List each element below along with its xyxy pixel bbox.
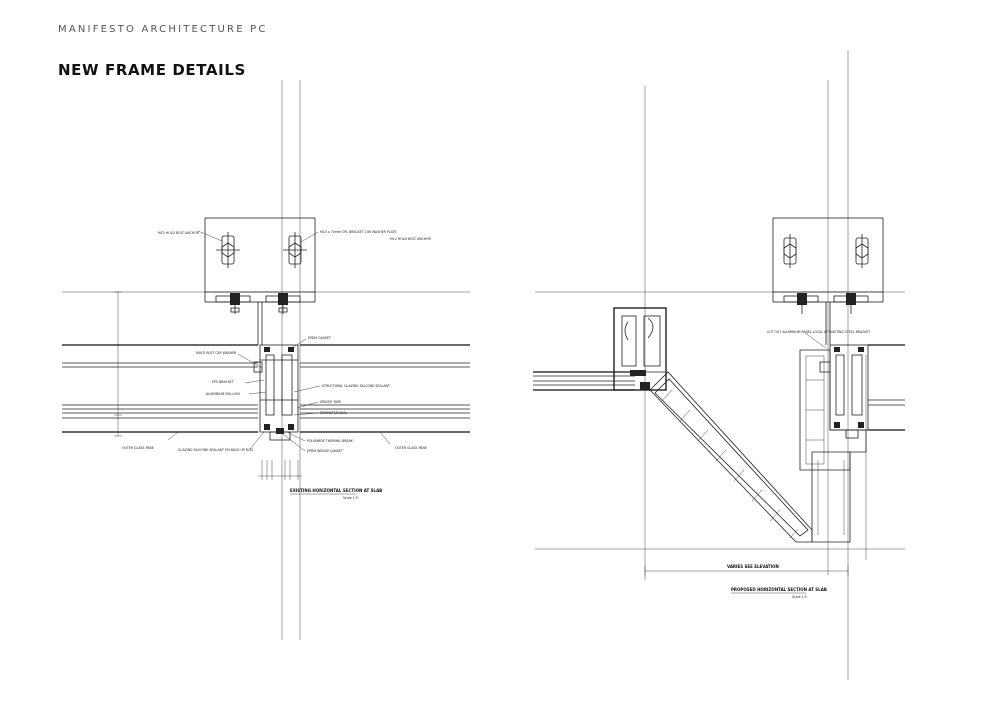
- right-caption: PROPOSED HORIZONTAL SECTION AT SLAB: [731, 587, 827, 592]
- proposed-mullion: [819, 344, 869, 439]
- page-title: NEW FRAME DETAILS: [58, 61, 246, 79]
- dimension-label: VARIES SEE ELEVATION: [727, 564, 779, 569]
- label-outer-pane-left: OUTER GLASS PANE: [122, 446, 154, 450]
- label-anchor-1: M12 HOLD BOLT ANCHOR: [158, 231, 200, 235]
- right-bracket-bolts: [783, 293, 869, 314]
- existing-frame-mullion: [613, 307, 667, 391]
- label-spacer-tape: SPACER TAPE: [320, 400, 341, 404]
- left-mullion-dimension: [258, 460, 302, 480]
- label-outer-pane-right: OUTER GLASS PANE: [395, 446, 427, 450]
- right-scale: Scale 1:5: [792, 595, 807, 599]
- left-scale: Scale 1:5: [343, 496, 358, 500]
- label-backup-rod: GLAZING SILICONE SEALANT ON BACK UP ROD: [178, 448, 253, 452]
- label-bracket: M10 x 70mm CPL BRACKET C/W WASHER PLATE: [320, 230, 397, 234]
- insulated-cladding-panel: [649, 371, 851, 543]
- anchor-bolt-left: [216, 232, 240, 268]
- left-annotations: M12 HOLD BOLT ANCHOR M10 x 70mm CPL BRAC…: [122, 230, 432, 453]
- anchor-bolt-right: [283, 232, 307, 268]
- label-cap-washer: MULTI BOLT CAP WASHER: [196, 351, 237, 355]
- label-wedge-gasket: EPDM WEDGE GASKET: [307, 449, 343, 453]
- label-thermal-break: POLYAMIDE THERMAL BREAK: [307, 439, 354, 443]
- label-anchor-2: M12 HOLD BOLT ANCHOR: [390, 237, 432, 241]
- left-caption: EXISTING HORIZONTAL SECTION AT SLAB: [290, 488, 382, 493]
- left-detail: M12 HOLD BOLT ANCHOR M10 x 70mm CPL BRAC…: [62, 80, 470, 640]
- right-detail: CUT OUT ALUMINIUM PANEL LOCAL AT EXISTIN…: [533, 50, 905, 680]
- right-dimension: VARIES SEE ELEVATION: [644, 564, 849, 576]
- label-structural-sealant: STRUCTURAL GLAZING SILICONE SEALANT: [322, 384, 390, 388]
- right-anchor-bolt-left: [783, 234, 797, 268]
- label-epdm-gasket: EPDM GASKET: [308, 336, 331, 340]
- bracket-bolts: [215, 293, 301, 314]
- aluminium-mullion: [253, 344, 299, 441]
- label-cutout-panel: CUT OUT ALUMINIUM PANEL LOCAL AT EXISTIN…: [767, 330, 870, 334]
- right-anchor-bolt-right: [855, 234, 869, 268]
- left-glazing: [62, 344, 470, 433]
- label-mullion: ALUMINIUM MULLION: [206, 392, 240, 396]
- label-eps-bracket: EPS BRACKET: [212, 380, 234, 384]
- left-leaders: [167, 230, 391, 452]
- right-steel-bracket: [772, 217, 884, 303]
- label-perimeter-seal: PERIMETER SEAL: [320, 411, 347, 415]
- steel-bracket-plate: [204, 217, 316, 303]
- right-glazing: [533, 344, 905, 431]
- brand-name: MANIFESTO ARCHITECTURE PC: [58, 24, 268, 35]
